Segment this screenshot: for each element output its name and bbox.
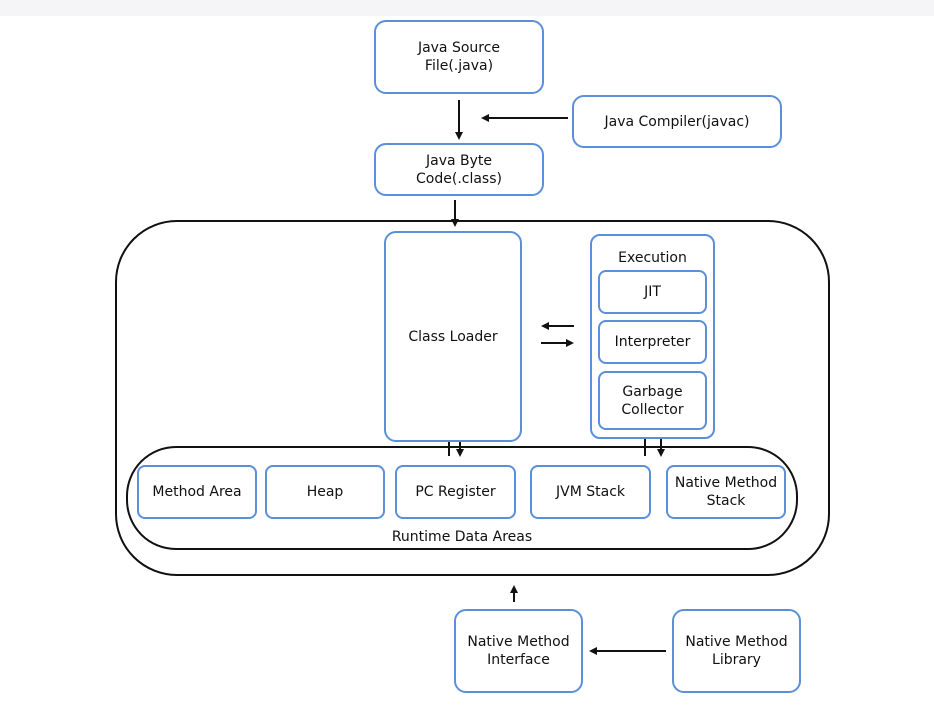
jvm-container (115, 220, 830, 576)
native-method-interface-box: Native Method Interface (454, 609, 583, 693)
java-source-file-box: Java Source File(.java) (374, 20, 544, 94)
native-method-stack-box: Native Method Stack (666, 465, 786, 519)
jit-box: JIT (598, 270, 707, 314)
runtime-data-areas-title: Runtime Data Areas (391, 529, 533, 545)
class-loader-box: Class Loader (384, 231, 522, 442)
interpreter-box: Interpreter (598, 320, 707, 364)
top-band (0, 0, 934, 16)
java-compiler-box: Java Compiler(javac) (572, 95, 782, 148)
execution-title: Execution (618, 250, 687, 266)
native-method-library-box: Native Method Library (672, 609, 801, 693)
jvm-stack-box: JVM Stack (530, 465, 651, 519)
runtime-data-areas-container (126, 446, 798, 550)
garbage-collector-box: Garbage Collector (598, 371, 707, 430)
java-byte-code-box: Java Byte Code(.class) (374, 143, 544, 196)
method-area-box: Method Area (137, 465, 257, 519)
pc-register-box: PC Register (395, 465, 516, 519)
heap-box: Heap (265, 465, 385, 519)
